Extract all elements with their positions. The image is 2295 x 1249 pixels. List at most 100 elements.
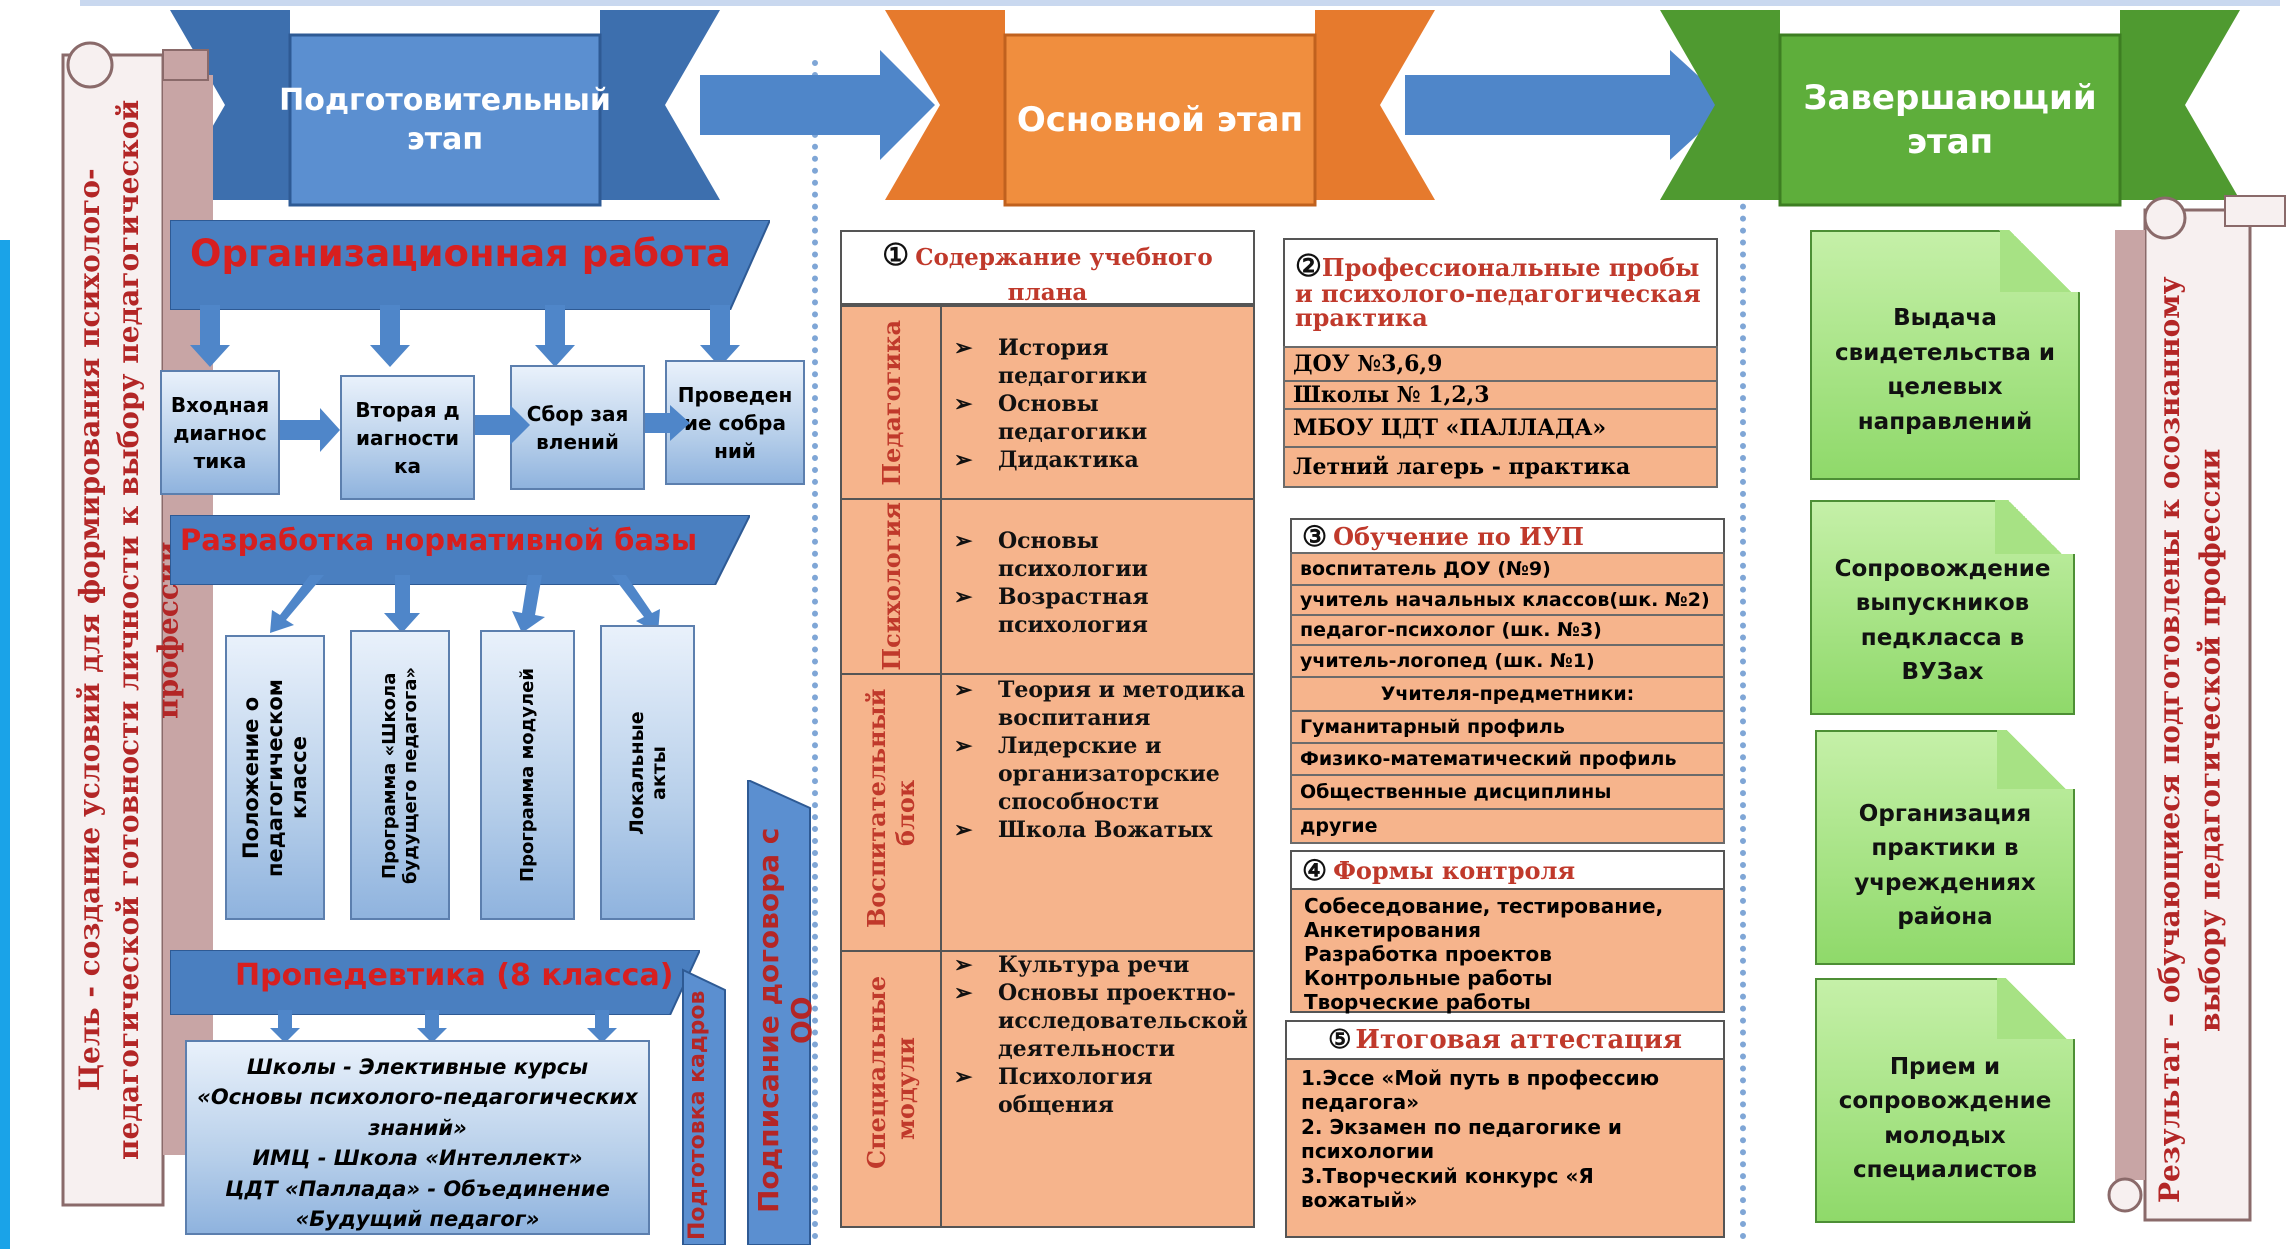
practice-row-2: Школы № 1,2,3	[1283, 380, 1718, 410]
control-line: Контрольные работы	[1304, 966, 1553, 990]
curriculum-title: Содержание учебного плана	[915, 244, 1213, 306]
final-card-3-fold	[1997, 730, 2075, 789]
org-step-1: Входная диагностика	[160, 370, 280, 495]
contract-label: Подписание договора с ОО	[752, 827, 818, 1213]
curriculum-block-2-list: Основы психологии Возрастная психология	[942, 528, 1252, 640]
curriculum-num: ①	[882, 238, 910, 273]
final-card-2-text: Сопровождение выпускников педкласса в ВУ…	[1834, 555, 2051, 686]
curriculum-item: Основы психологии	[942, 528, 1252, 584]
org-work-down-arrows	[190, 305, 740, 367]
stage-title-prep: Подготовительный этап	[279, 83, 611, 157]
org-step-1-label: Входная диагностика	[170, 392, 270, 473]
curriculum-block-3-list: Теория и методика воспитания Лидерские и…	[942, 677, 1252, 845]
stage-banner-prep	[170, 10, 720, 207]
iup-num: ③	[1302, 519, 1328, 553]
normative-doc-2: Программа «Школа будущего педагога»	[350, 630, 450, 920]
normative-banner	[170, 515, 750, 585]
propaedeutics-box: Школы - Элективные курсы «Основы психоло…	[185, 1040, 650, 1235]
propaedeutics-line-1: Школы - Элективные курсы «Основы психоло…	[197, 1055, 638, 1140]
iup-row-4: учитель-логопед (шк. №1)	[1290, 644, 1725, 678]
arrow-prep-to-main	[700, 50, 935, 160]
curriculum-block-2-name: Психология	[876, 502, 906, 671]
goal-scroll-text: Цель - создание условий для формирования…	[73, 99, 185, 1161]
practice-row-4: Летний лагерь - практика	[1283, 446, 1718, 488]
org-work-title: Организационная работа	[190, 232, 731, 275]
final-card-4-text: Прием и сопровождение молодых специалист…	[1838, 1053, 2052, 1184]
final-card-3: Организация практики в учреждениях район…	[1815, 730, 2075, 965]
curriculum-item: Теория и методика воспитания	[942, 677, 1252, 733]
cadres-arrow	[682, 968, 726, 1245]
normative-doc-1-label: Положение о педагогическом классе	[239, 678, 311, 877]
final-card-2-fold	[1995, 500, 2075, 554]
org-step-4-label: Проведение собраний	[677, 382, 793, 463]
curriculum-item: Культура речи	[942, 952, 1252, 980]
org-step-3-label: Сбор заявлений	[526, 401, 629, 454]
practice-row-1: ДОУ №3,6,9	[1283, 346, 1718, 382]
iup-row-9: другие	[1290, 808, 1725, 844]
curriculum-item: Дидактика	[942, 447, 1252, 475]
propaedeutics-line-3: ЦДТ «Паллада» - Объединение «Будущий пед…	[225, 1176, 610, 1232]
attestation-box: 1.Эссе «Мой путь в профессию педагога» 2…	[1285, 1058, 1725, 1238]
cadres-label: Подготовка кадров	[685, 990, 710, 1240]
iup-title: Обучение по ИУП	[1333, 521, 1584, 551]
stage-title-final: Завершающий этап	[1803, 77, 2097, 162]
attestation-line: 2. Экзамен по педагогике и психологии	[1301, 1114, 1622, 1164]
curriculum-block-4-name: Специальные модули	[862, 975, 920, 1169]
curriculum-item: Лидерские и организаторские способности	[942, 733, 1252, 817]
curriculum-item: Психология общения	[942, 1064, 1252, 1120]
normative-doc-3-label: Программа модулей	[517, 668, 538, 882]
stage-title-main: Основной этап	[1016, 99, 1304, 140]
org-step-arrows	[280, 405, 690, 452]
final-card-1-fold	[2000, 230, 2080, 292]
practice-header: ②Профессиональные пробы и психолого-педа…	[1283, 238, 1718, 348]
top-strip	[80, 0, 2280, 6]
iup-row-5: Учителя-предметники:	[1290, 676, 1725, 712]
practice-row-3: МБОУ ЦДТ «ПАЛЛАДА»	[1283, 408, 1718, 448]
org-step-2: Вторая диагностика	[340, 375, 475, 500]
result-scroll	[2107, 195, 2286, 1222]
iup-row-2: учитель начальных классов(шк. №2)	[1290, 584, 1725, 616]
propaedeutics-arrows	[270, 1010, 617, 1043]
attestation-num: ⑤	[1328, 1025, 1352, 1055]
curriculum-block-4: Специальные модули Культура речи Основы …	[840, 952, 1255, 1228]
stage-banner-final	[1660, 10, 2240, 207]
iup-row-6: Гуманитарный профиль	[1290, 710, 1725, 744]
goal-scroll	[61, 41, 213, 1207]
final-card-3-text: Организация практики в учреждениях район…	[1854, 800, 2036, 931]
dotted-separator-1	[812, 60, 818, 1240]
iup-row-7: Физико-математический профиль	[1290, 742, 1725, 776]
practice-title: Профессиональные пробы и психолого-педаг…	[1295, 253, 1701, 332]
org-step-2-label: Вторая диагностика	[355, 397, 460, 478]
propaedeutics-line-2: ИМЦ - Школа «Интеллект»	[252, 1146, 583, 1171]
iup-row-8: Общественные дисциплины	[1290, 774, 1725, 810]
final-card-1-text: Выдача свидетельства и целевых направлен…	[1835, 305, 2055, 435]
curriculum-block-1-list: История педагогики Основы педагогики Дид…	[942, 335, 1252, 475]
arrow-main-to-final	[1405, 50, 1730, 160]
control-box: Собеседование, тестирование, Анкетирован…	[1290, 888, 1725, 1014]
control-title: Формы контроля	[1333, 855, 1576, 885]
attestation-line: 1.Эссе «Мой путь в профессию педагога»	[1301, 1066, 1660, 1115]
curriculum-block-1: Педагогика История педагогики Основы пед…	[840, 305, 1255, 500]
control-line: Разработка проектов	[1304, 942, 1552, 966]
left-edge-bar	[0, 240, 10, 1249]
org-step-3: Сбор заявлений	[510, 365, 645, 490]
curriculum-item: Основы педагогики	[942, 391, 1252, 447]
normative-title: Разработка нормативной базы	[180, 523, 698, 557]
normative-doc-4: Локальные акты	[600, 625, 695, 920]
attestation-title: Итоговая аттестация	[1355, 1025, 1682, 1055]
curriculum-block-3-name: Воспитательный блок	[862, 688, 920, 928]
curriculum-block-1-name: Педагогика	[876, 319, 906, 486]
curriculum-item: Школа Вожатых	[942, 817, 1252, 845]
result-scroll-text: Результат – обучающиеся подготовлены к о…	[2153, 276, 2227, 1204]
iup-row-3: педагог-психолог (шк. №3)	[1290, 614, 1725, 646]
iup-row-1: воспитатель ДОУ (№9)	[1290, 552, 1725, 586]
contract-arrow	[747, 780, 811, 1245]
dotted-separator-2	[1740, 60, 1746, 1240]
org-work-banner	[170, 220, 770, 310]
control-line: Анкетирования	[1304, 918, 1481, 942]
normative-doc-1: Положение о педагогическом классе	[225, 635, 325, 920]
